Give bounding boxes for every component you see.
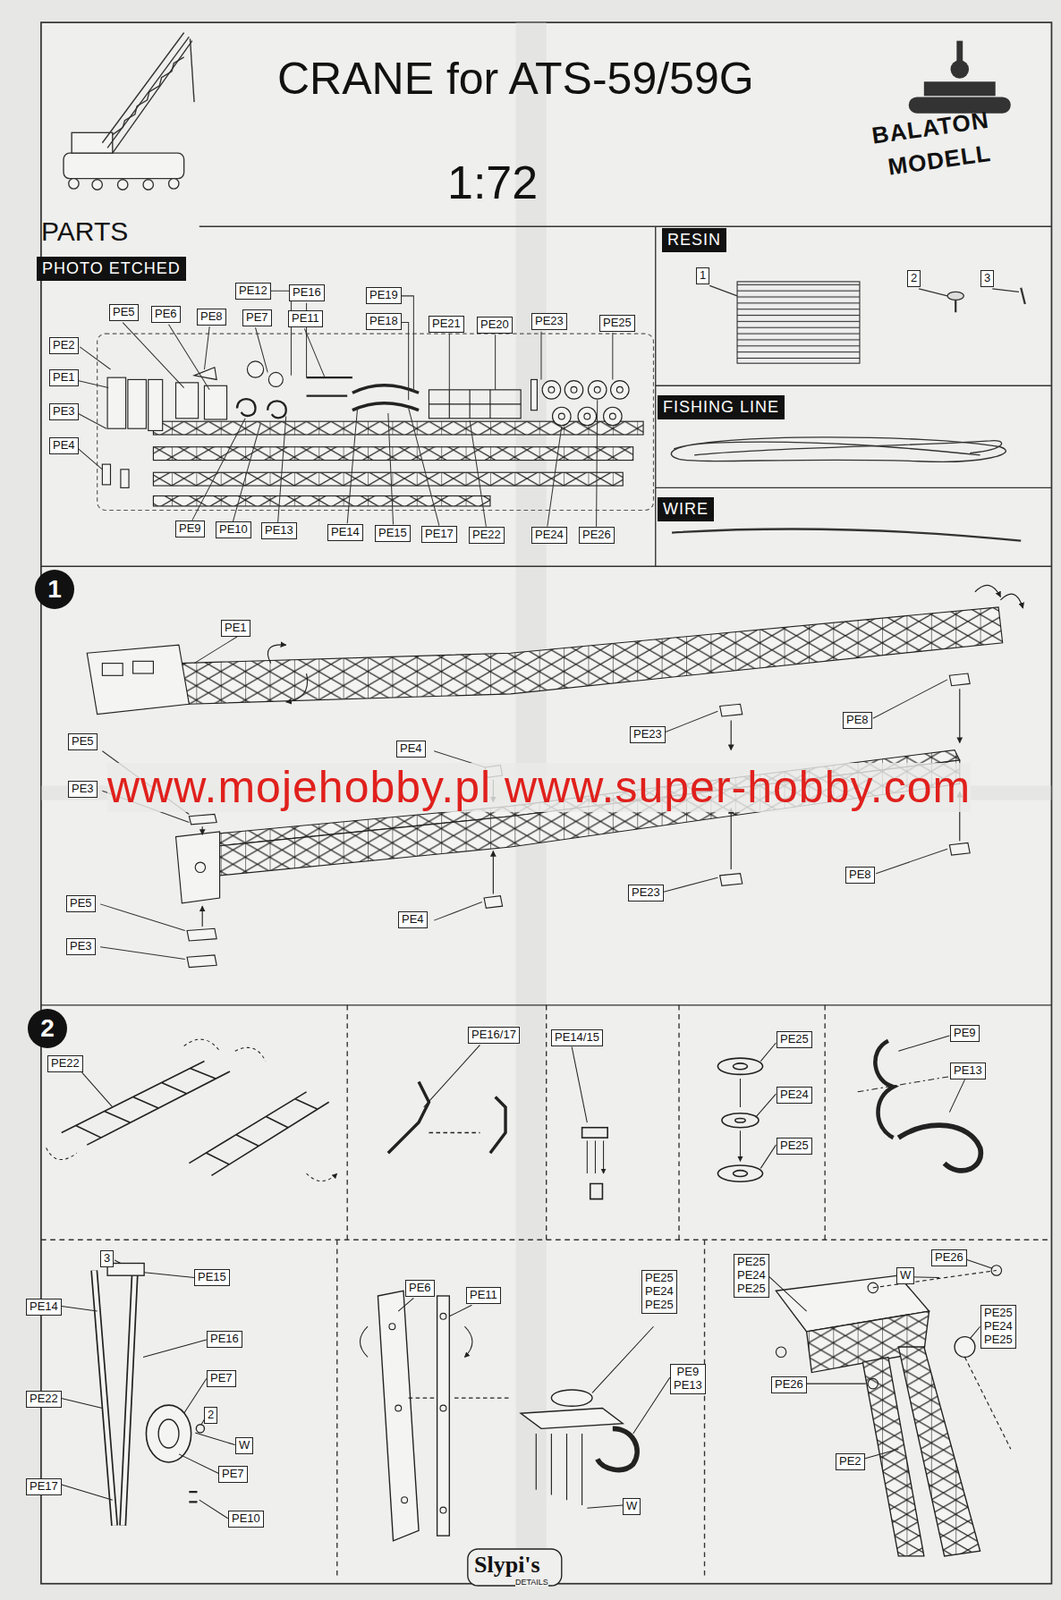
callout-label: PE2 — [49, 337, 79, 355]
callout-label: PE16 — [206, 1331, 243, 1349]
callout-label: PE9 — [950, 1025, 980, 1043]
callout-label: PE5 — [66, 895, 96, 913]
callout-label: PE22 — [25, 1391, 62, 1409]
title: CRANE for ATS-59/59G — [277, 56, 755, 102]
callout-label: PE16 — [288, 284, 325, 302]
callout-label: W — [896, 1267, 915, 1285]
callout-label: PE23 — [531, 313, 568, 331]
callout-label: PE13 — [950, 1062, 986, 1080]
band-text: FISHING LINE — [662, 398, 780, 416]
callout-label: PE1 — [49, 369, 79, 387]
callout-label: PE25 PE24 PE25 — [733, 1254, 770, 1299]
section-heading: PARTS — [41, 218, 128, 246]
callout-label: PE6 — [405, 1280, 435, 1298]
callout-label: PE24 — [776, 1086, 813, 1104]
step-number-text: 2 — [40, 1016, 55, 1042]
callout-label: PE9 PE13 — [670, 1364, 706, 1395]
callout-label: PE12 — [235, 282, 272, 300]
callout-label: PE24 — [531, 526, 568, 544]
callout-label: PE25 — [776, 1137, 813, 1155]
callout-label: PE7 — [206, 1370, 237, 1388]
callout-label: PE25 — [599, 314, 636, 332]
callout-label: PE9 — [175, 520, 205, 538]
callout-label: PE11 — [466, 1287, 501, 1305]
scale-label: 1:72 — [447, 159, 538, 206]
watermark: www.mojehobby.pl www.super-hobby.com — [107, 763, 971, 813]
callout-label: PE15 — [374, 525, 411, 543]
callout-label: PE4 — [398, 911, 428, 929]
callout-label: PE25 PE24 PE25 — [980, 1305, 1017, 1350]
callout-label: PE21 — [428, 315, 465, 333]
callout-label: PE22 — [468, 526, 505, 544]
callout-label: PE6 — [151, 305, 181, 323]
callout-label: PE23 — [628, 884, 664, 902]
callout-label: PE10 — [228, 1510, 264, 1528]
logo-text: BALATON — [870, 108, 991, 148]
callout-label: PE19 — [365, 287, 402, 305]
callout-label: PE14 — [327, 524, 364, 542]
callout-label: PE8 — [196, 308, 227, 326]
callout-label: PE3 — [67, 780, 98, 798]
callout-label: PE26 — [931, 1249, 968, 1267]
band-text: WIRE — [662, 500, 709, 518]
band-text: PHOTO ETCHED — [42, 259, 181, 278]
section-band: PHOTO ETCHED — [36, 256, 187, 281]
callout-label: W — [622, 1498, 641, 1516]
callout-label: PE8 — [842, 712, 873, 730]
callout-label: PE10 — [215, 521, 252, 539]
callout-label: PE14 — [25, 1298, 62, 1316]
brand-mark: Slypi's — [474, 1553, 541, 1578]
callout-label: PE11 — [288, 310, 323, 328]
callout-label: PE1 — [220, 619, 251, 637]
callout-label: PE23 — [629, 726, 666, 744]
callout-label: PE17 — [25, 1478, 62, 1496]
callout-label: PE5 — [67, 733, 98, 751]
step-number: 1 — [34, 569, 75, 610]
callout-label: PE4 — [396, 740, 426, 758]
callout-label: PE5 — [109, 304, 139, 322]
callout-label: PE13 — [261, 522, 298, 540]
callout-label: W — [235, 1437, 254, 1455]
callout-label: PE7 — [242, 309, 272, 327]
callout-label: PE20 — [476, 316, 513, 334]
callout-label: PE7 — [218, 1466, 248, 1484]
logo-text: MODELL — [886, 141, 993, 179]
step-number-text: 1 — [47, 577, 62, 603]
callout-label: 2 — [203, 1407, 218, 1425]
callout-label: PE2 — [835, 1453, 866, 1471]
callout-label: PE17 — [421, 526, 458, 544]
section-band: WIRE — [657, 497, 714, 522]
callout-label: 2 — [907, 270, 921, 288]
callout-label: PE15 — [194, 1269, 230, 1287]
callout-label: PE22 — [47, 1055, 84, 1073]
callout-label: PE26 — [771, 1376, 807, 1394]
callout-label: PE3 — [66, 938, 96, 956]
callout-label: PE18 — [365, 313, 402, 331]
callout-label: PE3 — [49, 403, 79, 421]
callout-label: 1 — [696, 267, 710, 285]
callout-label: PE25 — [776, 1031, 813, 1049]
callout-label: PE16/17 — [467, 1027, 520, 1045]
section-band: FISHING LINE — [657, 395, 785, 420]
callout-label: 3 — [980, 270, 994, 288]
callout-label: 3 — [100, 1250, 114, 1268]
callout-label: PE8 — [845, 866, 875, 884]
brand-mark: DETAILS — [515, 1578, 549, 1588]
callout-label: PE14/15 — [551, 1029, 603, 1047]
callout-label: PE4 — [49, 437, 79, 455]
band-text: RESIN — [667, 230, 722, 249]
section-band: RESIN — [662, 228, 727, 253]
step-number: 2 — [27, 1009, 68, 1049]
callout-label: PE25 PE24 PE25 — [641, 1270, 678, 1315]
callout-label: PE26 — [578, 526, 615, 544]
